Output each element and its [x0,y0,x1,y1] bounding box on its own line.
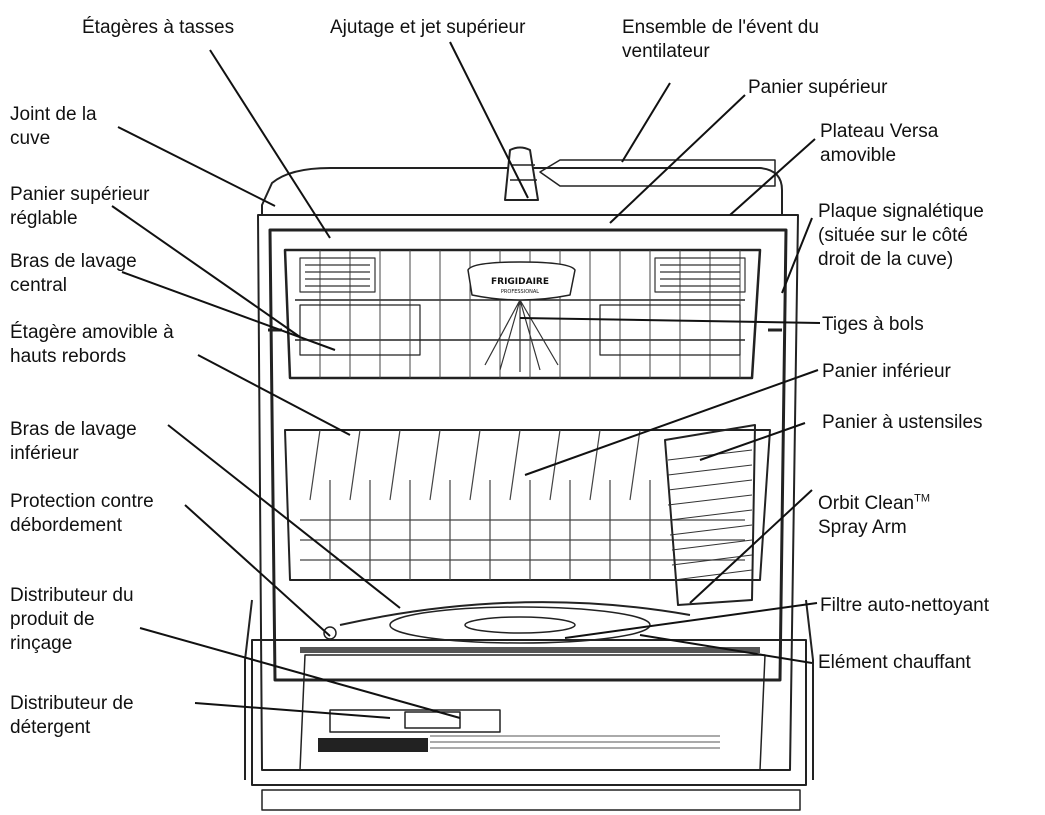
door-vent-strip-a [318,738,428,752]
label-line: Distributeur de [10,693,134,714]
label-line: Étagères à tasses [82,17,235,38]
label-line: droit de la cuve) [818,249,954,270]
label-heating-element: Elément chauffant [818,651,971,675]
orbit-spray-arm [339,601,691,626]
label-line: débordement [10,515,122,536]
label-line: Plateau Versa [820,121,939,142]
label-line: Elément chauffant [818,652,971,673]
dishwasher-illustration [244,146,814,811]
label-silverware-basket: Panier à ustensiles [822,411,983,435]
label-filter: Filtre auto-nettoyant [820,594,989,618]
label-versa-tray: Plateau Versa amovible [820,120,938,168]
rinse-aid-cap [323,626,337,640]
upper-rack-wires [319,250,741,378]
filter-ring [389,606,651,644]
silverware-hatch [667,449,753,581]
label-line: Bras de lavage [10,419,137,440]
label-tub-gasket: Joint de la cuve [10,103,97,151]
label-line: Distributeur du [10,585,134,606]
logo-plate [467,261,576,301]
label-rinse-aid-dispenser: Distributeur du produit de rinçage [10,584,134,656]
door-bottom [261,789,801,811]
versa-tray [299,304,421,356]
label-line: inférieur [10,443,79,464]
door-grille [430,735,720,749]
label-line: réglable [10,208,78,229]
label-line: cuve [10,128,51,149]
label-adjustable-upper-rack: Panier supérieur réglable [10,183,149,231]
label-line: Ajutage et jet supérieur [330,17,526,38]
label-cup-shelves: Étagères à tasses [82,16,234,40]
tub-top-panel [261,167,783,216]
label-line: Protection contre [10,491,154,512]
door-inner [299,654,766,771]
label-removable-shelf: Étagère amovible à hauts rebords [10,321,174,369]
label-orbit-spray-arm: Orbit CleanTM Spray Arm [818,492,930,540]
label-line: amovible [820,145,897,166]
label-line: Filtre auto-nettoyant [820,595,989,616]
trademark: TM [914,492,930,505]
label-detergent-dispenser: Distributeur de détergent [10,692,134,740]
leader-lines [111,41,821,719]
bowl-tines [484,299,559,372]
label-line: Panier inférieur [822,361,951,382]
label-line: hauts rebords [10,346,127,367]
label-line: Tiges à bols [822,314,924,335]
label-line: produit de [10,609,95,630]
upper-rack [283,248,762,380]
label-line: (située sur le côté [818,225,968,246]
label-middle-spray-arm: Bras de lavage central [10,250,137,298]
label-line: détergent [10,717,91,738]
label-bowl-tines: Tiges à bols [822,313,924,337]
label-line: central [10,275,68,296]
label-line: Panier supérieur [748,77,888,98]
cup-shelves [299,257,746,293]
label-line: Panier à ustensiles [822,412,983,433]
label-lower-spray-arm: Bras de lavage inférieur [10,418,137,466]
vent-assembly [539,159,776,187]
label-serial-plate: Plaque signalétique (située sur le côté … [818,200,984,272]
label-overflow-protection: Protection contre débordement [10,490,154,538]
label-upper-rack: Panier supérieur [748,76,887,100]
label-line: ventilateur [622,41,710,62]
logo-text: FRIGIDAIRE [491,277,549,287]
lower-rack-tines [300,429,745,580]
detergent-dispenser [329,709,501,733]
label-line: Étagère amovible à [10,322,174,343]
label-spray-nozzle: Ajutage et jet supérieur [330,16,525,40]
label-line: Plaque signalétique [818,201,984,222]
label-line: Spray Arm [818,517,907,538]
lower-rack [284,429,771,581]
label-line: Panier supérieur [10,184,150,205]
label-line: Bras de lavage [10,251,137,272]
label-line: Ensemble de l'évent du [622,17,819,38]
label-line: Orbit Clean [818,493,915,514]
label-line: rinçage [10,633,73,654]
label-lower-rack: Panier inférieur [822,360,951,384]
door [251,639,807,786]
label-vent-assembly: Ensemble de l'évent du ventilateur [622,16,819,64]
spray-nozzle [504,146,539,201]
label-line: Joint de la [10,104,97,125]
logo-subtext: PROFESSIONAL [501,289,539,295]
tub-inner [268,228,788,682]
